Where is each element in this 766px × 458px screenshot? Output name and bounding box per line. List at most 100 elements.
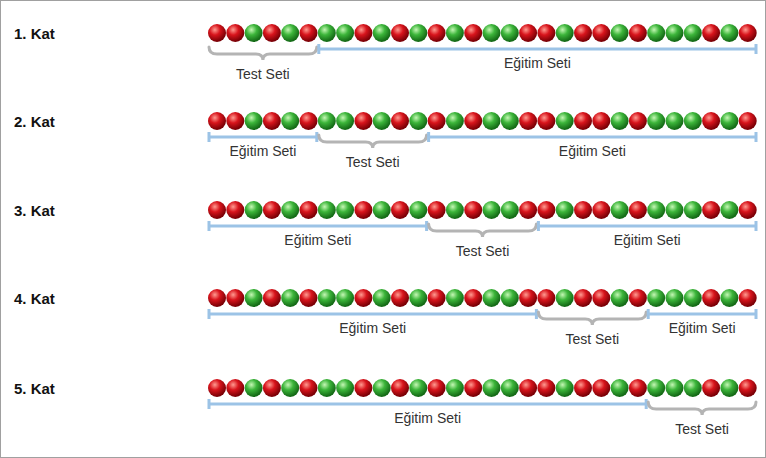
sample-ball [647,379,665,397]
sample-ball [428,112,446,130]
sample-ball [629,201,647,219]
fold-label: 3. Kat [14,202,55,219]
sample-ball [263,24,281,42]
set-label: Eğitim Seti [229,143,296,159]
sample-ball [647,112,665,130]
sample-ball [263,289,281,307]
ball-row [208,379,757,397]
sample-ball [556,24,574,42]
sample-ball [245,24,263,42]
sample-ball [720,201,738,219]
set-label: Eğitim Seti [504,55,571,71]
sample-ball [281,201,299,219]
sample-ball [611,289,629,307]
sample-ball [611,112,629,130]
sample-ball [336,289,354,307]
sample-ball [354,24,372,42]
sample-ball [666,289,684,307]
sample-ball [208,289,226,307]
sample-ball [391,201,409,219]
sample-ball [281,24,299,42]
fold-label: 2. Kat [14,113,55,130]
sample-ball [519,24,537,42]
sample-ball [684,379,702,397]
sample-ball [611,201,629,219]
sample-ball [409,112,427,130]
sample-ball [720,112,738,130]
sample-ball [537,289,555,307]
sample-ball [446,24,464,42]
sample-ball [226,24,244,42]
train-bracket [648,309,756,319]
sample-ball [391,289,409,307]
sample-ball [428,201,446,219]
sample-ball [537,201,555,219]
sample-ball [739,24,757,42]
sample-ball [739,289,757,307]
sample-ball [263,112,281,130]
sample-ball [702,289,720,307]
train-bracket [429,132,756,142]
sample-ball [373,112,391,130]
sample-ball [281,112,299,130]
sample-ball [556,201,574,219]
sample-ball [208,112,226,130]
sample-ball [592,24,610,42]
sample-ball [354,379,372,397]
sample-ball [684,201,702,219]
sample-ball [300,112,318,130]
sample-ball [739,201,757,219]
train-bracket [209,309,536,319]
sample-ball [354,289,372,307]
sample-ball [702,201,720,219]
sample-ball [226,289,244,307]
sample-ball [519,289,537,307]
sample-ball [483,379,501,397]
sample-ball [336,201,354,219]
sample-ball [483,201,501,219]
sample-ball [537,379,555,397]
sample-ball [647,289,665,307]
sample-ball [556,112,574,130]
test-brace [538,312,646,325]
ball-row [208,289,757,307]
sample-ball [702,112,720,130]
set-label: Test Seti [236,66,290,82]
set-label: Eğitim Seti [559,143,626,159]
test-brace [648,402,756,415]
sample-ball [574,289,592,307]
sample-ball [428,379,446,397]
set-label: Eğitim Seti [669,320,736,336]
train-bracket [209,399,646,409]
sample-ball [300,201,318,219]
set-label: Test Seti [346,154,400,170]
sample-ball [574,24,592,42]
sample-ball [318,201,336,219]
set-label: Test Seti [675,421,729,437]
sample-ball [464,379,482,397]
set-label: Eğitim Seti [614,232,681,248]
sample-ball [647,201,665,219]
sample-ball [263,201,281,219]
sample-ball [556,379,574,397]
sample-ball [409,201,427,219]
sample-ball [592,379,610,397]
sample-ball [226,112,244,130]
sample-ball [373,24,391,42]
sample-ball [373,289,391,307]
sample-ball [373,201,391,219]
sample-ball [501,24,519,42]
sample-ball [391,24,409,42]
sample-ball [281,379,299,397]
sample-ball [684,24,702,42]
sample-ball [739,112,757,130]
sample-ball [464,289,482,307]
sample-ball [464,112,482,130]
sample-ball [354,112,372,130]
sample-ball [409,289,427,307]
set-label: Test Seti [565,331,619,347]
sample-ball [409,24,427,42]
sample-ball [300,379,318,397]
sample-ball [336,112,354,130]
test-brace [319,135,427,148]
